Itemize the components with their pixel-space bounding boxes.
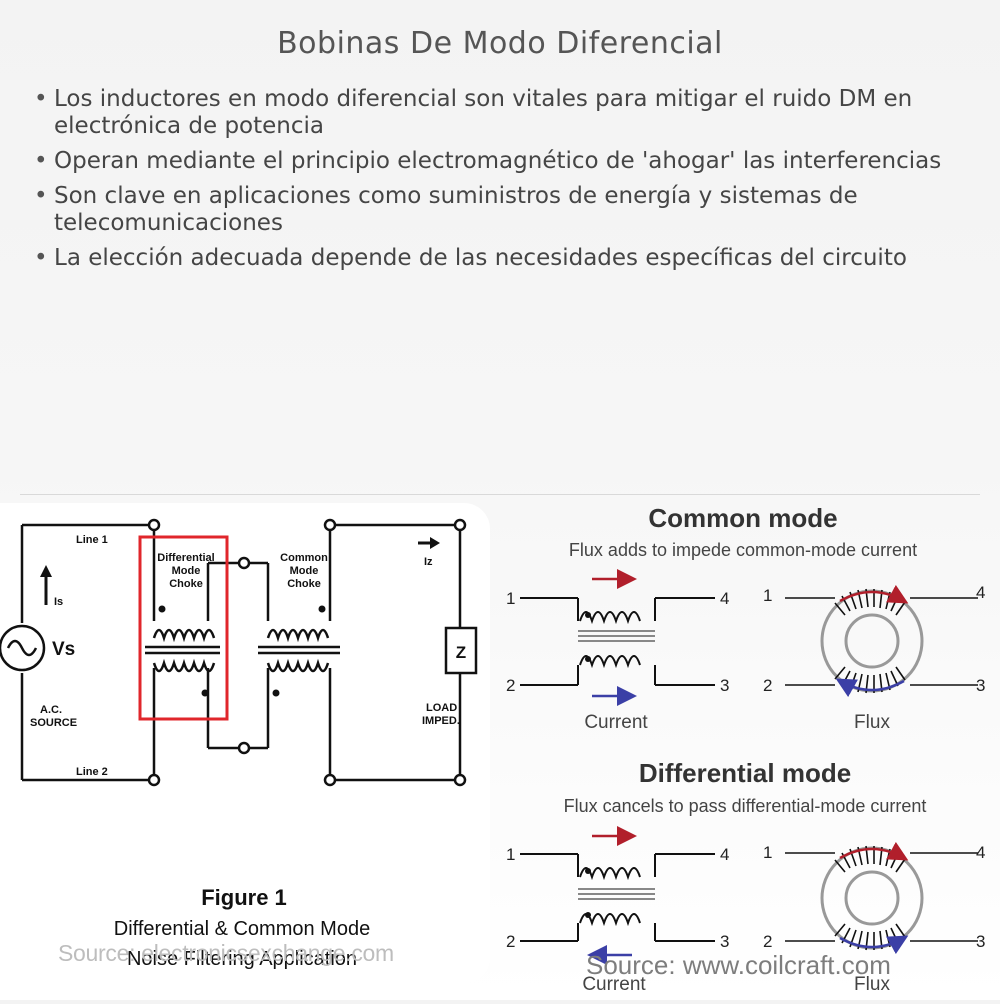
- bullet-item: Son clave en aplicaciones como suministr…: [34, 183, 964, 237]
- cm-pin-4: 4: [720, 589, 729, 608]
- ac-source-label-2: SOURCE: [30, 717, 77, 729]
- figure-caption-title: Figure 1: [201, 885, 287, 910]
- figure-caption-line2: Noise Filtering Application: [127, 948, 357, 970]
- cm-flux-label: Flux: [854, 712, 890, 733]
- mode-diagram: Common mode Flux adds to impede common-m…: [506, 503, 985, 995]
- common-mode-title: Common mode: [648, 503, 837, 533]
- dm-flux-label: Flux: [854, 974, 890, 995]
- ac-source-label-1: A.C.: [40, 704, 62, 716]
- circuit-diagram: Line 1 Line 2 Is Vs A.C. SOURCE Differen…: [0, 518, 478, 970]
- dm-toroid-pin-2: 2: [763, 932, 772, 951]
- load-label-2: IMPED.: [422, 715, 460, 727]
- load-label-1: LOAD: [426, 702, 457, 714]
- mode-comparison-figure: Common mode Flux adds to impede common-m…: [500, 503, 1000, 1000]
- common-mode-subtitle: Flux adds to impede common-mode current: [569, 540, 917, 560]
- cm-toroid-pin-2: 2: [763, 676, 772, 695]
- differential-mode-subtitle: Flux cancels to pass differential-mode c…: [564, 796, 927, 816]
- dm-toroid-pin-1: 1: [763, 843, 772, 862]
- left-source-watermark: Source: electronicsexchange.com: [58, 940, 394, 966]
- dm-pin-2: 2: [506, 932, 515, 951]
- section-divider: [20, 494, 980, 495]
- line1-label: Line 1: [76, 534, 108, 546]
- dm-coil-bottom: [152, 658, 216, 673]
- cm-coil-top: [266, 628, 330, 643]
- dm-toroid-pin-3: 3: [976, 932, 985, 951]
- z-label: Z: [456, 643, 466, 662]
- cm-pin-3: 3: [720, 676, 729, 695]
- cm-coil-bottom: [266, 658, 330, 673]
- dm-choke-label-3: Choke: [169, 578, 203, 590]
- cm-choke-label-3: Choke: [287, 578, 321, 590]
- cm-toroid-pin-3: 3: [976, 676, 985, 695]
- dm-pin-3: 3: [720, 932, 729, 951]
- bullet-item: La elección adecuada depende de las nece…: [34, 245, 964, 272]
- dm-toroid-pin-4: 4: [976, 843, 985, 862]
- dm-current-label: Current: [582, 974, 646, 995]
- cm-choke-label-2: Mode: [290, 565, 319, 577]
- cm-toroid-pin-4: 4: [976, 583, 985, 602]
- noise-filter-circuit-figure: Line 1 Line 2 Is Vs A.C. SOURCE Differen…: [0, 503, 490, 983]
- iz-label: Iz: [424, 556, 433, 568]
- vs-label: Vs: [52, 639, 75, 660]
- cm-choke-label-1: Common: [280, 552, 328, 564]
- load-impedance-box: [444, 626, 478, 675]
- is-label: Is: [54, 596, 63, 608]
- dm-pin-4: 4: [720, 845, 729, 864]
- cm-current-label: Current: [584, 712, 648, 733]
- cm-pin-1: 1: [506, 589, 515, 608]
- line2-label: Line 2: [76, 766, 108, 778]
- cm-toroid-pin-1: 1: [763, 586, 772, 605]
- page-title: Bobinas De Modo Diferencial: [277, 26, 723, 61]
- differential-mode-title: Differential mode: [639, 758, 851, 788]
- figure-caption-line1: Differential & Common Mode: [114, 918, 370, 940]
- right-source-watermark: Source: www.coilcraft.com: [586, 950, 891, 980]
- cm-pin-2: 2: [506, 676, 515, 695]
- dm-choke-label-1: Differential: [157, 552, 214, 564]
- dm-pin-1: 1: [506, 845, 515, 864]
- bullet-item: Operan mediante el principio electromagn…: [34, 148, 964, 175]
- bullet-list: Los inductores en modo diferencial son v…: [34, 86, 964, 280]
- differential-choke-highlight: [138, 535, 229, 721]
- dm-choke-label-2: Mode: [172, 565, 201, 577]
- bullet-item: Los inductores en modo diferencial son v…: [34, 86, 964, 140]
- dm-coil-top: [152, 628, 216, 643]
